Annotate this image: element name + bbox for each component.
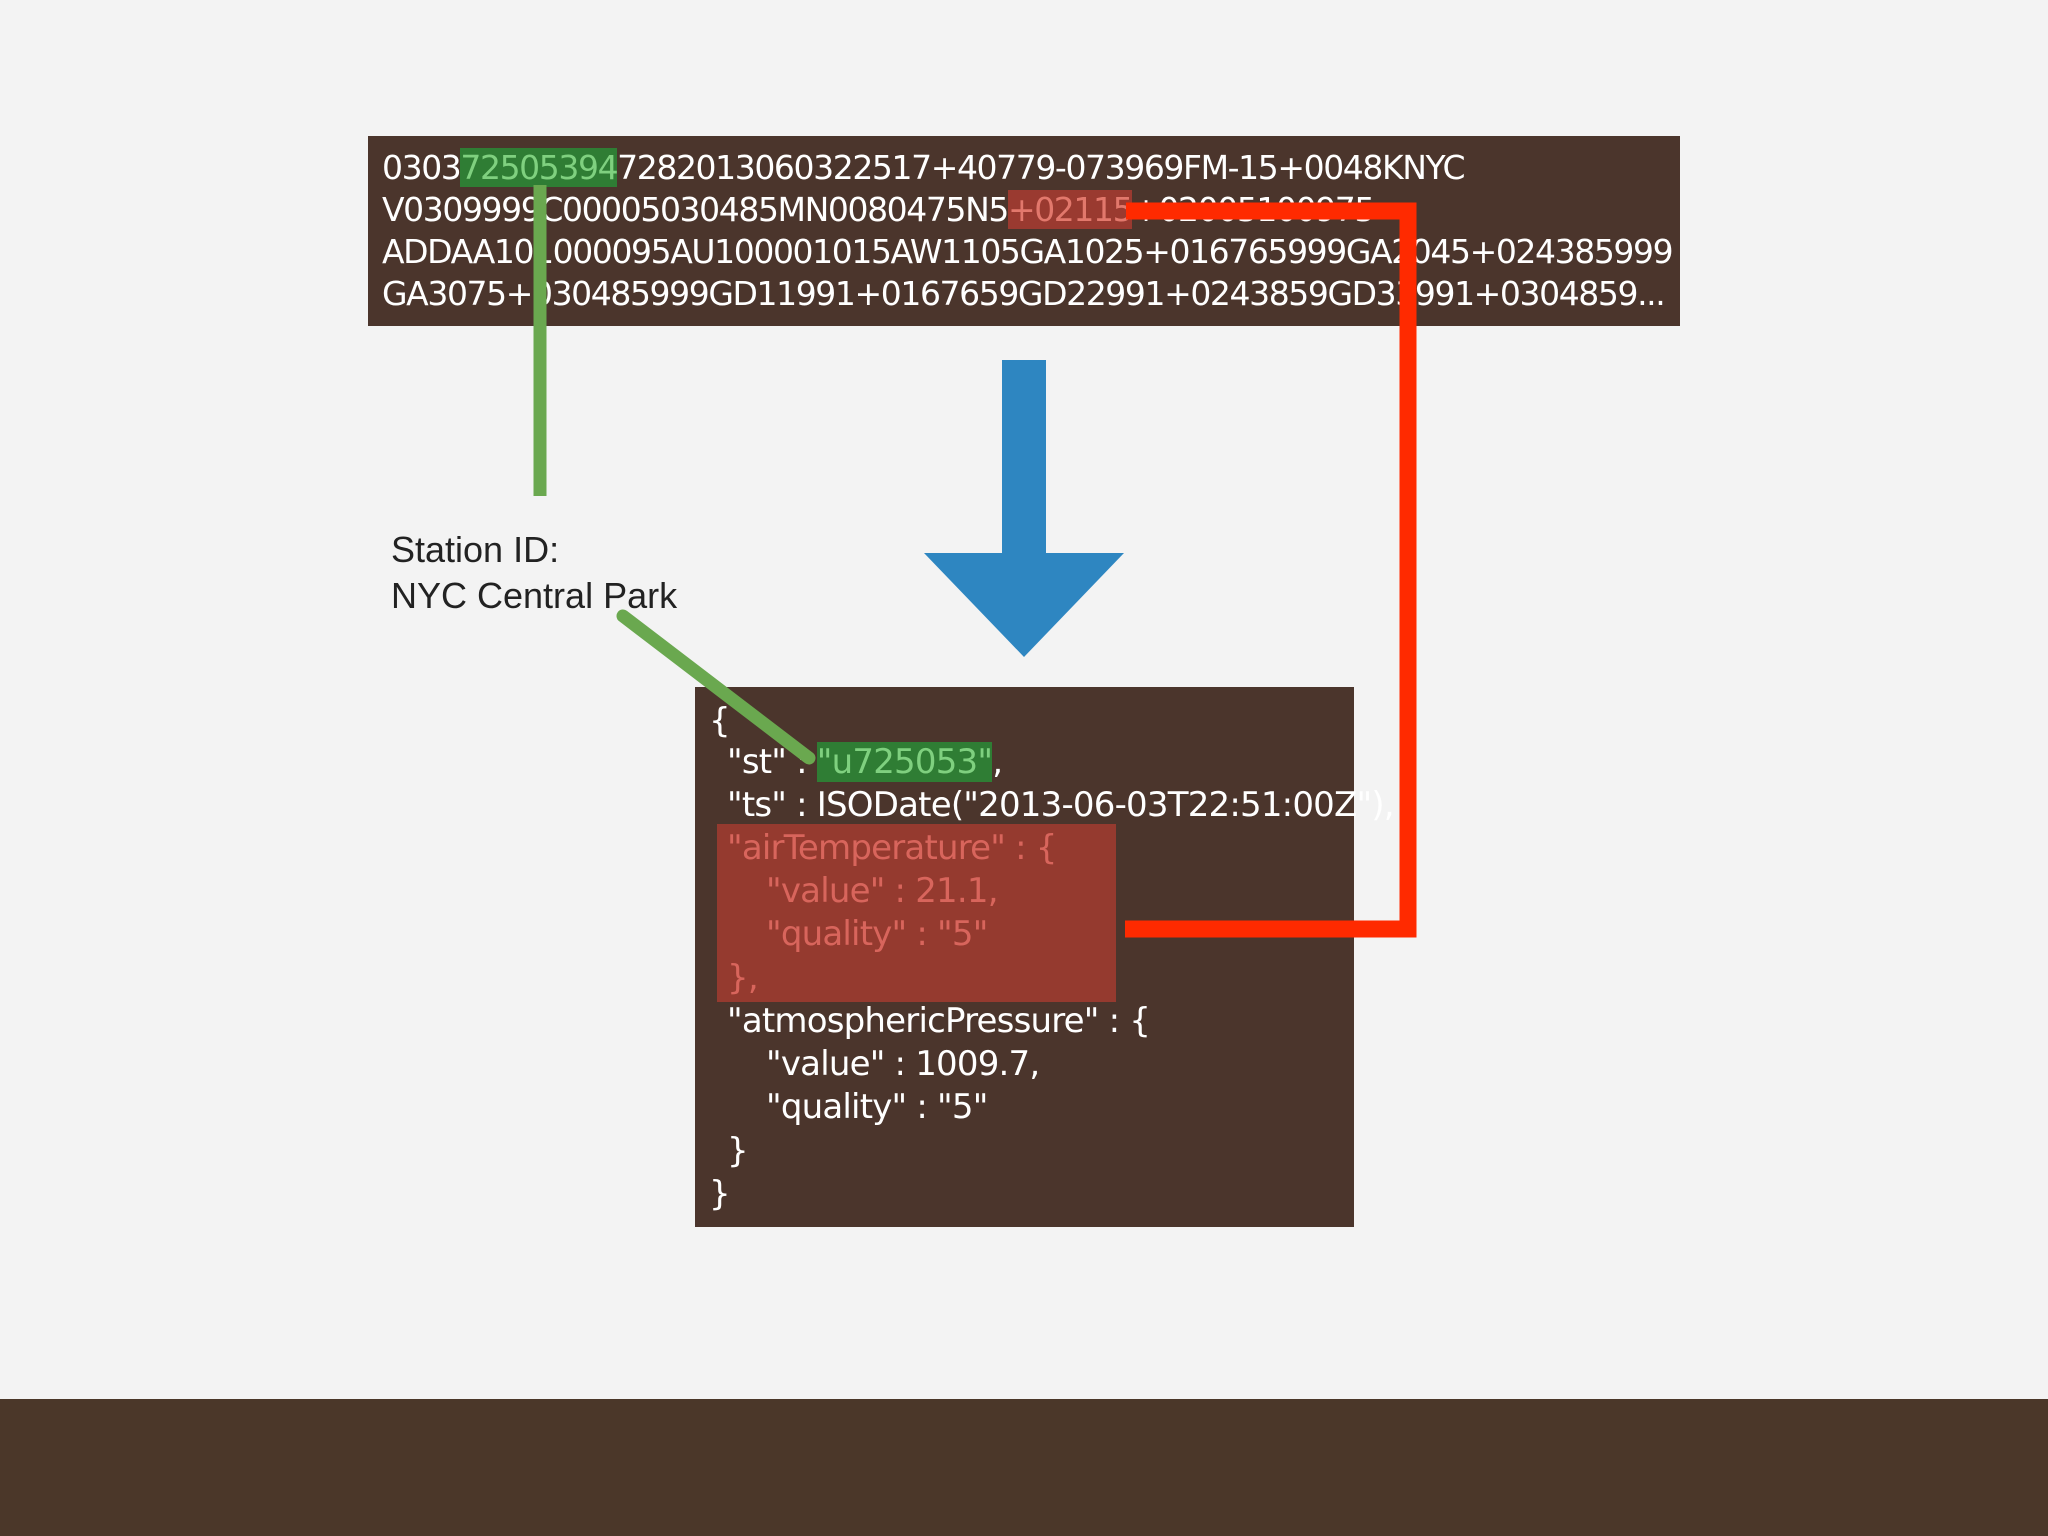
json-air-temperature-quality: "quality" : "5": [766, 914, 988, 954]
station-label-title: Station ID:: [391, 529, 560, 570]
json-close-brace: }: [709, 1174, 731, 1214]
json-inner-close-brace: }: [727, 1131, 749, 1171]
json-ts-line: "ts" : ISODate("2013-06-03T22:51:00Z"),: [727, 785, 1395, 825]
json-st-value-highlight: "u725053": [816, 742, 993, 782]
footer-band: [0, 1399, 2048, 1536]
json-pressure-key: "atmosphericPressure" : {: [727, 1001, 1151, 1041]
json-pressure-quality: "quality" : "5": [766, 1087, 988, 1127]
raw-line-2-prefix: V0309999C00005030485MN0080475N5: [382, 190, 1009, 229]
raw-line-1: 0303725053947282013060322517+40779-07396…: [382, 148, 1466, 188]
station-id-highlight: 725053: [460, 148, 579, 187]
json-air-temperature-close: },: [727, 958, 759, 998]
air-temperature-connector: [1125, 202, 1417, 938]
raw-line-1-prefix: 0303: [382, 148, 462, 187]
json-open-brace: {: [709, 701, 731, 741]
air-temp-highlight: +02115: [1007, 190, 1134, 229]
air-temperature-highlight-block: [717, 824, 1116, 1002]
station-diagonal-connector: [616, 609, 816, 765]
station-label-name: NYC Central Park: [391, 575, 678, 616]
raw-line-3: ADDAA101000095AU100001015AW1105GA1025+01…: [382, 232, 1674, 271]
json-air-temperature-key: "airTemperature" : {: [727, 828, 1057, 868]
json-st-comma: ,: [992, 742, 1003, 782]
raw-line-1-suffix: 7282013060322517+40779-073969FM-15+0048K…: [617, 148, 1465, 187]
json-st-key: "st" :: [727, 742, 817, 782]
json-air-temperature-value: "value" : 21.1,: [766, 871, 999, 911]
json-st-line: "st" : "u725053",: [727, 741, 1003, 783]
json-pressure-value: "value" : 1009.7,: [766, 1044, 1040, 1084]
raw-line-4: GA3075+030485999GD11991+0167659GD22991+0…: [382, 274, 1666, 313]
station-id-highlight-tail: 94: [577, 148, 619, 187]
down-arrow-icon: [924, 360, 1124, 657]
